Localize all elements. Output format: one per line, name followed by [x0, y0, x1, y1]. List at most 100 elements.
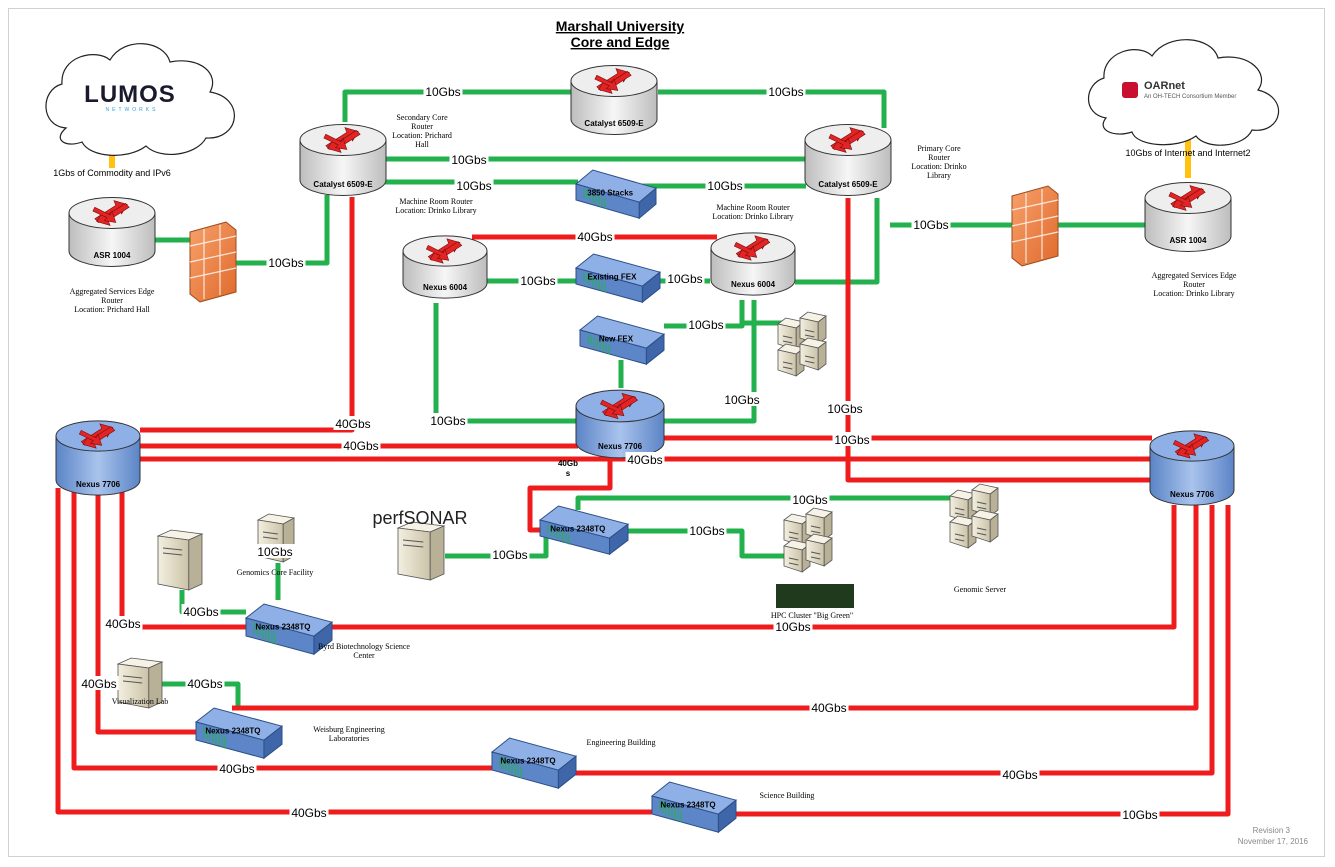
viz-lab-server-icon [116, 657, 164, 709]
note-nexus6004-left-1: Location: Drinko Library [395, 206, 476, 215]
note-asr-right-2: Location: Drinko Library [1153, 289, 1234, 298]
link-label-bg-29 [1000, 767, 1040, 781]
note-catalyst-right-1: Router [928, 153, 950, 162]
genomic-server-left-icon [156, 529, 204, 591]
link-label-bg-14 [825, 401, 865, 415]
switch-existing-fex-icon: Existing FEX [574, 253, 662, 304]
router-nexus6004-left-icon: Nexus 6004 [402, 235, 488, 299]
note-catalyst-left-0: Secondary Core [396, 113, 448, 122]
note-weisburg-0: Weisburg Engineering [313, 725, 384, 734]
link-label-7: 10Gbs [268, 256, 303, 270]
note-catalyst-left-2: Location: Prichard [392, 131, 452, 140]
link-label-22: 40Gbs [183, 605, 218, 619]
note-catalyst-left-1: Router [411, 122, 433, 131]
note-asr-right-0: Aggregated Services Edge [1152, 271, 1237, 280]
link-label-31: 10Gbs [1122, 808, 1157, 822]
machine-room-servers-icon-unit-1 [799, 311, 827, 345]
link-label-15: 40Gbs [343, 439, 378, 453]
link-label-3: 10Gbs [456, 179, 491, 193]
link-label-17: 40Gbs [627, 453, 662, 467]
hpc-cluster-icon-unit-3 [805, 533, 833, 567]
note-asr-left-2: Location: Prichard Hall [74, 305, 150, 314]
link-label-bg-18 [790, 492, 830, 506]
switch-n2348-perfsonar-icon-label: Nexus 2348TQ [550, 524, 605, 533]
link-label-bg-27 [809, 700, 849, 714]
note-nexus6004-right-0: Machine Room Router [716, 203, 790, 212]
link-label-6: 40Gbs [577, 230, 612, 244]
router-catalyst-left-icon-label: Catalyst 6509-E [313, 180, 373, 189]
note-catalyst-right-3: Library [927, 171, 951, 180]
switch-n2348-science-icon-label: Nexus 2348TQ [660, 800, 715, 809]
switch-3850-stacks-icon-label: 3850 Stacks [587, 188, 633, 197]
oarnet-logo-sub: An OH-TECH Consortium Member [1144, 94, 1236, 100]
note-nexus6004-left-0: Machine Room Router [399, 197, 473, 206]
oarnet-cloud: OARnet An OH-TECH Consortium Member [1088, 39, 1280, 146]
link-label-bg-11 [428, 413, 468, 427]
router-nexus7706-left-icon: Nexus 7706 [55, 420, 141, 496]
oarnet-logo-text: OARnet [1144, 80, 1185, 92]
link-label-bg-22 [181, 604, 221, 618]
link-label-24: 40Gbs [105, 617, 140, 631]
link-byrd-n7706r [326, 505, 1177, 630]
diagram-title-line1: Marshall University [556, 18, 685, 34]
link-label-5: 10Gbs [913, 218, 948, 232]
link-label-bg-7 [266, 255, 306, 269]
router-catalyst-left-icon: Catalyst 6509-E [299, 124, 387, 196]
link-label-bg-28 [217, 761, 257, 775]
link-label-21: 10Gbs [257, 545, 292, 559]
link-label-27: 40Gbs [811, 701, 846, 715]
link-label-bg-24 [103, 616, 143, 630]
router-nexus6004-right-icon-label: Nexus 6004 [731, 280, 776, 289]
router-asr-left-icon: ASR 1004 [68, 197, 156, 267]
link-n7706l-sci [55, 488, 652, 815]
link-label-23: 40Gbs [187, 677, 222, 691]
router-nexus6004-left-icon-label: Nexus 6004 [423, 283, 468, 292]
link-catr-n7706r [845, 198, 1152, 483]
lumos-link-label: 1Gbs of Commodity and IPv6 [53, 168, 171, 178]
diagram-title-line2: Core and Edge [571, 34, 670, 50]
router-nexus7706-center-icon-label: Nexus 7706 [598, 442, 643, 451]
link-label-bg-30 [289, 805, 329, 819]
note-asr-right-1: Router [1183, 280, 1205, 289]
switch-3850-stacks-icon: 3850 Stacks [574, 169, 658, 220]
switch-existing-fex-icon-label: Existing FEX [588, 272, 638, 281]
link-catl-n7706l [140, 197, 355, 433]
link-n6004r-n7706c [662, 300, 757, 424]
note-engineering-0: Engineering Building [586, 738, 655, 747]
link-perf-n2348 [445, 535, 549, 559]
note-catalyst-right-2: Location: Drinko [911, 162, 966, 171]
stray-label-line2: s [566, 469, 571, 478]
router-catalyst-right-icon-label: Catalyst 6509-E [818, 180, 878, 189]
machine-room-servers-icon [777, 311, 827, 377]
hpc-bigGreen-badge [776, 584, 854, 608]
revision-label: Revision 3 [1253, 826, 1291, 835]
label-genomic-server: Genomic Server [954, 585, 1007, 594]
link-label-bg-9 [665, 271, 705, 285]
switch-n2348-engineering-icon-label: Nexus 2348TQ [500, 756, 555, 765]
router-nexus7706-left-icon-label: Nexus 7706 [76, 480, 121, 489]
router-nexus7706-right-icon: Nexus 7706 [1149, 430, 1235, 506]
router-catalyst-right-icon: Catalyst 6509-E [804, 124, 892, 196]
link-label-bg-25 [773, 619, 813, 633]
label-hpc: HPC Cluster "Big Green" [771, 611, 853, 620]
link-label-1: 10Gbs [768, 85, 803, 99]
link-label-2: 10Gbs [451, 153, 486, 167]
link-label-bg-26 [79, 676, 119, 690]
link-label-9: 10Gbs [667, 272, 702, 286]
link-n7706c-n2348 [527, 452, 613, 533]
oarnet-logo-icon [1122, 82, 1138, 98]
link-label-16: 10Gbs [834, 433, 869, 447]
link-sci-n7706r [734, 505, 1231, 817]
note-catalyst-right-0: Primary Core [917, 144, 961, 153]
link-label-bg-15 [341, 438, 381, 452]
link-label-20: 10Gbs [689, 524, 724, 538]
link-label-bg-10 [686, 317, 726, 331]
link-label-11: 10Gbs [430, 414, 465, 428]
link-label-14: 10Gbs [827, 402, 862, 416]
link-label-bg-3 [454, 178, 494, 192]
note-byrd-0: Byrd Biotechnology Science [318, 642, 410, 651]
perfsonar-server-icon [396, 521, 446, 581]
link-label-bg-31 [1120, 807, 1160, 821]
